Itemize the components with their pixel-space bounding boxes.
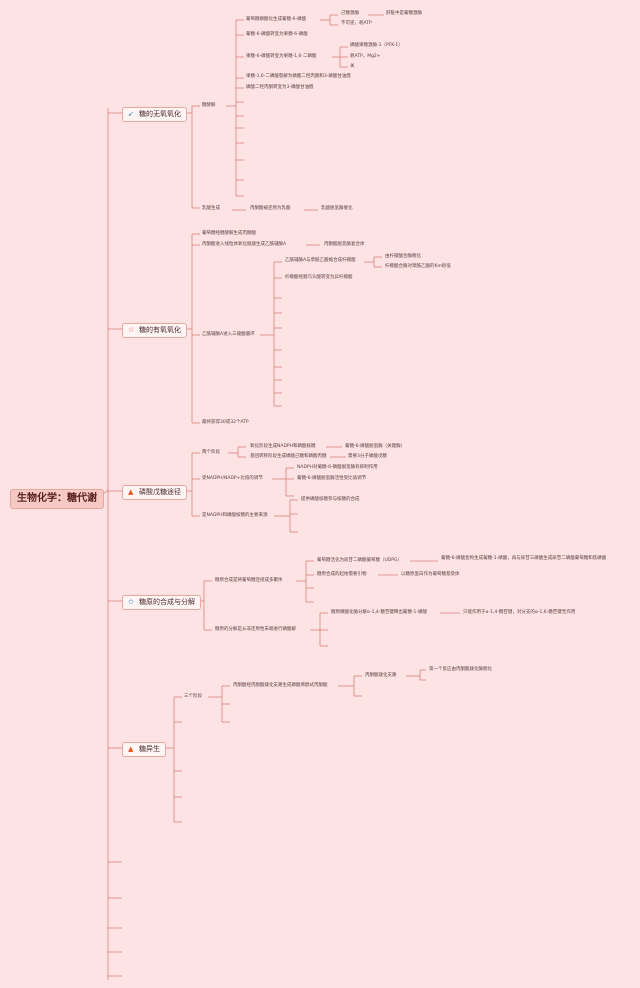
topic-step[interactable]: 果糖-1,6-二磷酸裂解为磷酸二羟丙酮和3-磷酸甘油醛 <box>246 74 351 79</box>
branch-gluconeogenesis[interactable]: ▲ 糖异生 <box>122 742 166 757</box>
topic-detail[interactable]: 不可逆，耗ATP <box>341 21 372 26</box>
topic-step[interactable]: 葡糖-6-磷酸转变为果糖-6-磷酸 <box>246 32 308 37</box>
topic-step[interactable]: 葡萄糖活化为尿苷二磷酸葡萄糖（UDPG） <box>317 558 402 563</box>
topic-detail[interactable]: 己糖激酶 <box>341 11 359 16</box>
mindmap-root-title[interactable]: 生物化学：糖代谢 <box>10 489 104 509</box>
topic-step[interactable]: 葡萄糖经糖酵解生成丙酮酸 <box>202 231 256 236</box>
topic-detail[interactable]: 第一个反应由丙酮酸羧化酶催化 <box>429 667 492 672</box>
topic-step[interactable]: 果糖-6-磷酸转变为果糖-1,6-二磷酸 <box>246 54 317 59</box>
topic-detail[interactable]: 柠檬酸合酶对草酰乙酸的Km很低 <box>385 264 451 269</box>
topic-detail[interactable]: NADPH对葡糖-6-磷酸脱氢酶有抑制作用 <box>297 465 378 470</box>
paper-plane-icon: ➹ <box>128 110 134 118</box>
topic-step[interactable]: 丙酮酸进入线粒体氧化脱羧生成乙酰辅酶A <box>202 242 287 247</box>
topic-detail[interactable]: 关 <box>350 64 355 69</box>
topic-detail[interactable]: 葡糖-6-磷酸变构生成葡糖-1-磷酸，再与尿苷三磷酸生成尿苷二磷酸葡萄糖和焦磷酸 <box>441 556 607 561</box>
topic-detail[interactable]: 耗ATP，Mg2+ <box>350 54 381 59</box>
topic-detail[interactable]: 肝脏中是葡糖激酶 <box>386 11 422 16</box>
topic-step[interactable]: 糖原合成的起始需要引物 <box>317 572 367 577</box>
topic-step[interactable]: 糖原磷酸化酶分解α-1,4-糖苷键释出葡糖-1-磷酸 <box>331 610 427 615</box>
topic-step[interactable]: 基团转移阶段生成磷酸己糖和磷酸丙糖 <box>250 454 327 459</box>
topic-detail[interactable]: 由柠檬酸合酶催化 <box>385 254 421 259</box>
star-outline-icon: ✩ <box>128 598 134 606</box>
topic-detail[interactable]: 葡糖-6-磷酸脱氢酶活性受比值调节 <box>297 476 367 481</box>
branch-anaerobic-oxidation[interactable]: ➹ 糖的无氧氧化 <box>122 107 187 122</box>
topic-step[interactable]: 葡萄糖磷酸化生成葡糖-6-磷酸 <box>246 17 307 22</box>
fire-icon: ▲ <box>128 488 134 496</box>
topic-step[interactable]: 两个阶段 <box>202 450 220 455</box>
topic-step[interactable]: 是NADPH和磷酸核糖的主要来源 <box>202 513 268 518</box>
branch-label: 糖原的合成与分解 <box>139 598 195 606</box>
topic-step[interactable]: 糖原的分解是从非还原性末端进行磷酸解 <box>215 627 296 632</box>
branch-label: 磷酸戊糖途径 <box>139 488 181 496</box>
topic-detail[interactable]: 丙酮酸脱氢酶复合体 <box>324 242 365 247</box>
branch-label: 糖的有氧氧化 <box>139 326 181 334</box>
branch-label: 糖异生 <box>139 745 160 753</box>
topic-detail[interactable]: 提供磷酸核糖参与核糖的合成 <box>301 497 360 502</box>
topic-step[interactable]: 最终获得30或32个ATP <box>202 420 249 425</box>
branch-pentose-phosphate[interactable]: ▲ 磷酸戊糖途径 <box>122 485 187 500</box>
topic-step[interactable]: 三个阶段 <box>184 694 202 699</box>
topic-detail[interactable]: 以糖原蛋白作为葡萄糖基受体 <box>401 572 460 577</box>
topic-step[interactable]: 受NADPH/NADP+比值的调节 <box>202 476 263 481</box>
branch-glycogen[interactable]: ✩ 糖原的合成与分解 <box>122 595 201 610</box>
topic-detail[interactable]: 丙酮酸羧化支路 <box>365 673 397 678</box>
topic-step[interactable]: 丙酮酸被还原为乳酸 <box>250 206 291 211</box>
topic-tca-cycle[interactable]: 乙酰辅酶A进入三羧酸循环 <box>202 332 255 337</box>
topic-step[interactable]: 丙酮酸经丙酮酸羧化支路生成磷酸烯醇式丙酮酸 <box>233 683 328 688</box>
fire-icon: ▲ <box>128 745 134 753</box>
topic-detail[interactable]: 需要3分子磷酸戊糖 <box>348 454 387 459</box>
topic-step[interactable]: 柠檬酸经顺乌头酸转变为异柠檬酸 <box>285 275 353 280</box>
topic-step[interactable]: 氧化阶段生成NADPH和磷酸核糖 <box>250 444 316 449</box>
topic-lactate[interactable]: 乳酸生成 <box>202 206 220 211</box>
branch-aerobic-oxidation[interactable]: ☆ 糖的有氧氧化 <box>122 323 187 338</box>
topic-glycolysis[interactable]: 糖酵解 <box>202 103 216 108</box>
topic-step[interactable]: 磷酸二羟丙酮转变为3-磷酸甘油醛 <box>246 85 314 90</box>
branch-label: 糖的无氧氧化 <box>139 110 181 118</box>
star-icon: ☆ <box>128 326 135 334</box>
topic-step[interactable]: 糖原合成是将葡萄糖连接成多聚体 <box>215 578 283 583</box>
topic-step[interactable]: 乙酰辅酶A与草酰乙酸缩合成柠檬酸 <box>285 258 356 263</box>
topic-detail[interactable]: 只能作用于α-1,4-糖苷键，对分支的α-1,6-糖苷键无作用 <box>463 610 576 615</box>
topic-detail[interactable]: 磷酸果糖激酶-1（PFK-1） <box>350 43 403 48</box>
topic-detail[interactable]: 葡糖-6-磷酸脱氢酶（关键酶） <box>345 444 406 449</box>
topic-detail[interactable]: 乳酸脱氢酶催化 <box>321 206 353 211</box>
